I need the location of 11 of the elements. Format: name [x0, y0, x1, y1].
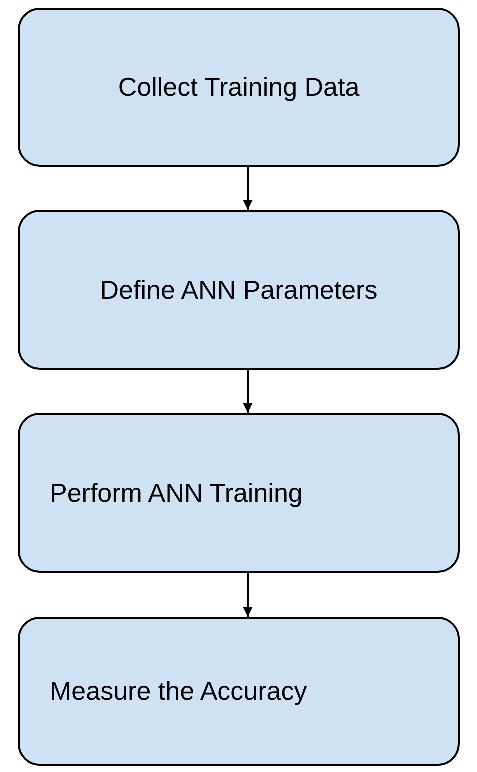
arrow: [243, 167, 253, 210]
step-label: Collect Training Data: [118, 72, 360, 103]
process-box: [18, 413, 460, 573]
arrow: [243, 573, 253, 617]
process-box: [18, 210, 460, 370]
process-box: [18, 8, 460, 167]
arrow: [243, 370, 253, 413]
process-box: [18, 617, 460, 766]
step-label: Perform ANN Training: [50, 478, 303, 508]
step-label: Define ANN Parameters: [100, 274, 378, 306]
step-label: Measure the Accuracy: [50, 676, 308, 707]
